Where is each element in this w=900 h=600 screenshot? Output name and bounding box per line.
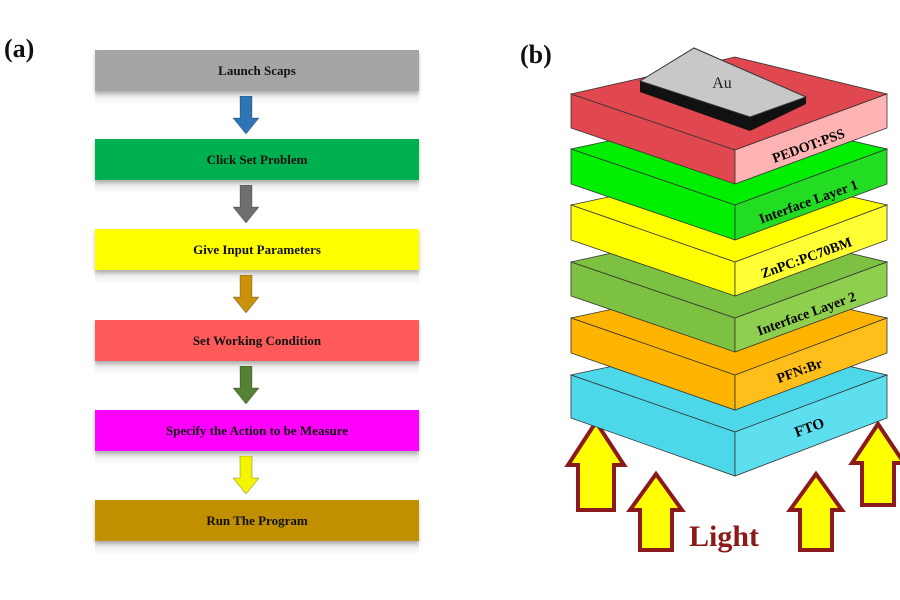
- down-arrow-icon: [233, 366, 259, 404]
- step-set-working-condition: Set Working Condition: [95, 320, 419, 375]
- down-arrow-icon: [233, 456, 259, 494]
- panel-b-label: (b): [520, 40, 552, 69]
- au-contact: Au: [638, 47, 808, 131]
- light-label: Light: [689, 520, 759, 553]
- au-label: Au: [712, 75, 732, 92]
- down-arrow-icon: [233, 96, 259, 134]
- step-click-set-problem: Click Set Problem: [95, 139, 419, 194]
- light-arrow-icon: [786, 470, 846, 552]
- step-run-program: Run The Program: [95, 500, 419, 555]
- step-launch-scaps: Launch Scaps: [95, 50, 419, 105]
- step-give-input-parameters: Give Input Parameters: [95, 229, 419, 284]
- panel-a-label: (a): [4, 34, 35, 63]
- down-arrow-icon: [233, 275, 259, 313]
- step-specify-action: Specify the Action to be Measure: [95, 410, 419, 465]
- light-arrows: [564, 418, 900, 552]
- light-arrow-icon: [564, 418, 628, 512]
- light-arrow-icon: [626, 470, 686, 552]
- light-arrow-icon: [848, 420, 900, 507]
- down-arrow-icon: [233, 185, 259, 223]
